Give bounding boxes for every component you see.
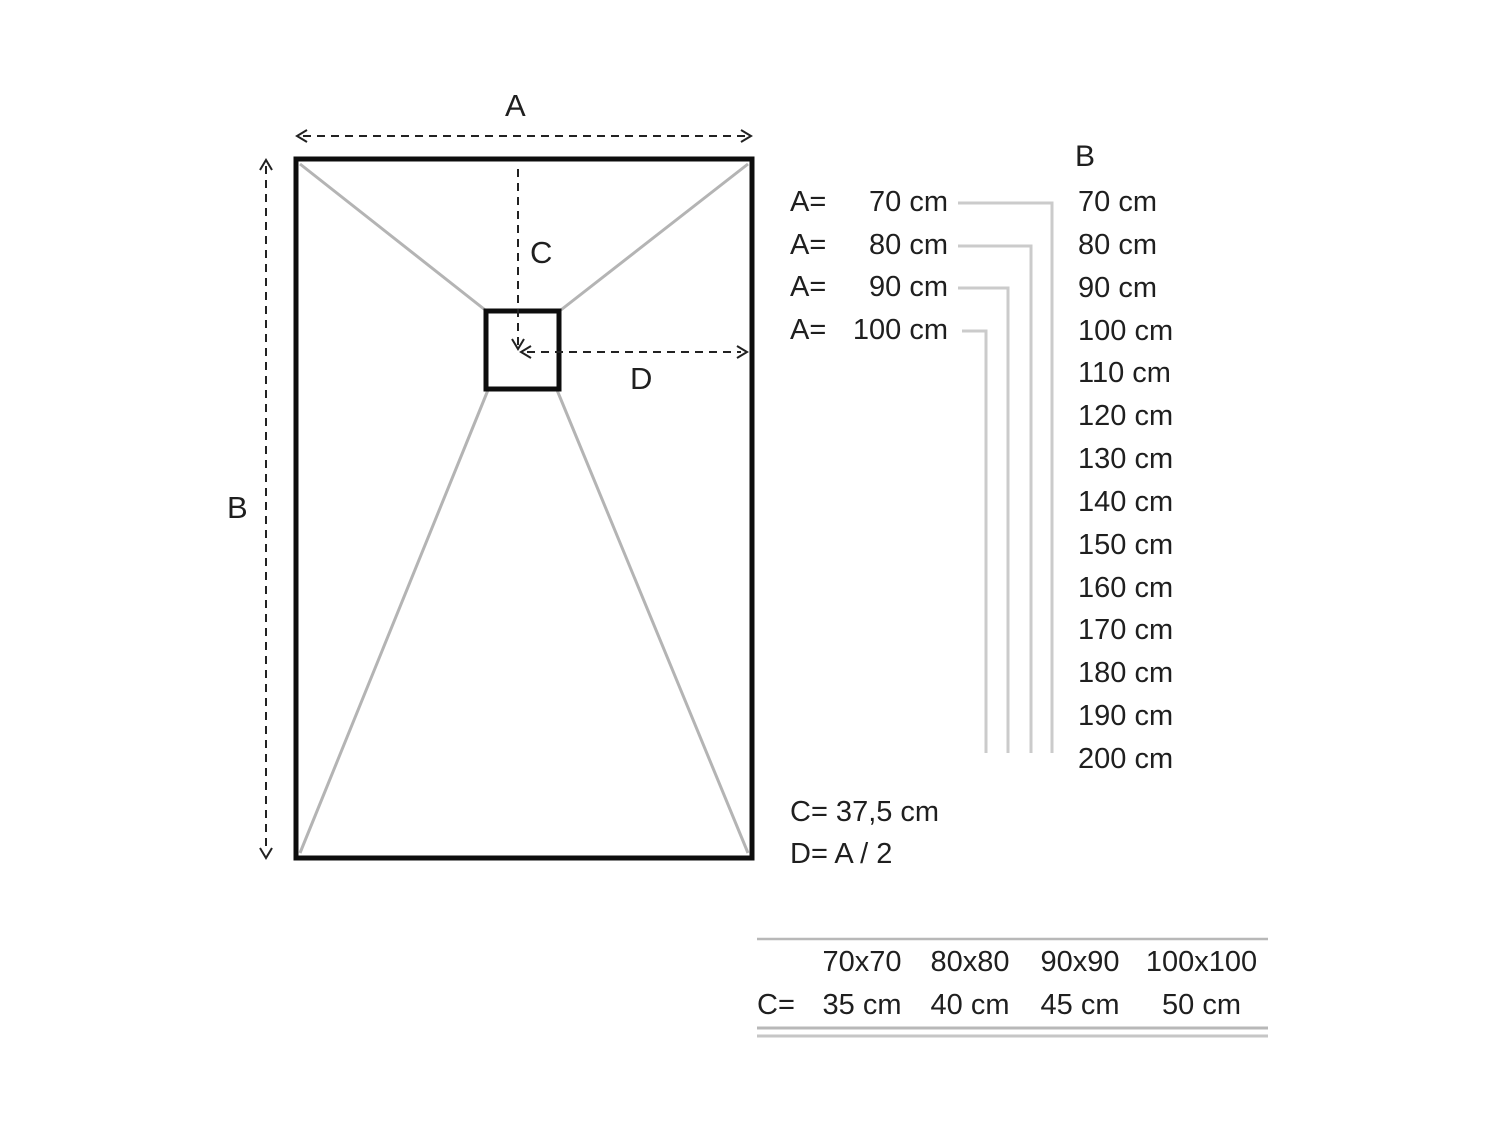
a-option-prefix: A= [790, 313, 827, 346]
a-option-value: 90 cm [869, 271, 948, 304]
b-length-list: 70 cm 80 cm 90 cm 100 cm 110 cm 120 cm 1… [1078, 181, 1173, 781]
label-a: A [505, 88, 526, 123]
a-option: A= 90 cm [790, 266, 948, 309]
label-b: B [227, 490, 248, 525]
formula-c: C= 37,5 cm [790, 796, 940, 828]
formula-d: D= A / 2 [790, 838, 893, 870]
size-table-row-label: C= [757, 989, 795, 1021]
square-size-table: 70x70 80x80 90x90 100x100 C= 35 cm 40 cm… [757, 941, 1268, 1027]
size-table-header-row: 70x70 80x80 90x90 100x100 [757, 941, 1268, 984]
b-length-item: 150 cm [1078, 528, 1174, 561]
size-table-value: 40 cm [930, 989, 1010, 1021]
b-length-item: 120 cm [1078, 400, 1174, 433]
a-option: A= 100 cm [790, 309, 948, 352]
a-option-value: 70 cm [869, 185, 948, 218]
dimension-arrow-a [295, 129, 753, 143]
b-length-item: 130 cm [1078, 443, 1174, 476]
size-table-header: 90x90 [1040, 946, 1120, 978]
size-table-value: 50 cm [1162, 989, 1241, 1021]
a-option: A= 70 cm [790, 181, 948, 224]
size-table-header: 100x100 [1145, 946, 1258, 978]
b-length-item: 70 cm [1078, 186, 1157, 218]
label-d: D [630, 361, 653, 396]
tray-outline [293, 156, 755, 861]
formulas-block: C= 37,5 cm D= A / 2 [790, 791, 939, 875]
b-length-item: 200 cm [1078, 742, 1174, 775]
drain-square [483, 308, 562, 392]
b-length-item: 90 cm [1078, 271, 1157, 304]
a-option: A= 80 cm [790, 224, 948, 267]
a-option-prefix: A= [790, 228, 827, 261]
b-length-item: 110 cm [1078, 357, 1171, 390]
dimension-arrow-b [259, 158, 273, 860]
b-length-item: 190 cm [1078, 700, 1174, 733]
size-table-value: 35 cm [822, 989, 902, 1021]
a-option-value: 80 cm [869, 228, 948, 261]
b-column-header: B [1075, 140, 1096, 173]
slope-lines [298, 162, 750, 854]
a-option-prefix: A= [790, 271, 827, 304]
b-length-item: 180 cm [1078, 657, 1174, 690]
a-to-b-connectors [958, 201, 1054, 753]
table-rules [757, 937, 1268, 1038]
size-table-header: 80x80 [930, 946, 1010, 978]
b-length-item: 100 cm [1078, 314, 1174, 347]
a-options-list: A= 70 cm A= 80 cm A= 90 cm A= 100 cm [790, 181, 948, 352]
a-option-value: 100 cm [852, 313, 948, 346]
b-length-item: 140 cm [1078, 485, 1174, 518]
dimension-arrow-c [511, 169, 525, 351]
label-c: C [530, 235, 553, 270]
size-table-header: 70x70 [822, 946, 902, 978]
b-length-item: 80 cm [1078, 228, 1157, 261]
b-length-item: 170 cm [1078, 614, 1174, 647]
b-length-item: 160 cm [1078, 571, 1174, 604]
size-table-value: 45 cm [1040, 989, 1120, 1021]
dimension-arrow-d [519, 345, 749, 359]
size-table-value-row: C= 35 cm 40 cm 45 cm 50 cm [757, 984, 1268, 1027]
a-option-prefix: A= [790, 185, 827, 218]
